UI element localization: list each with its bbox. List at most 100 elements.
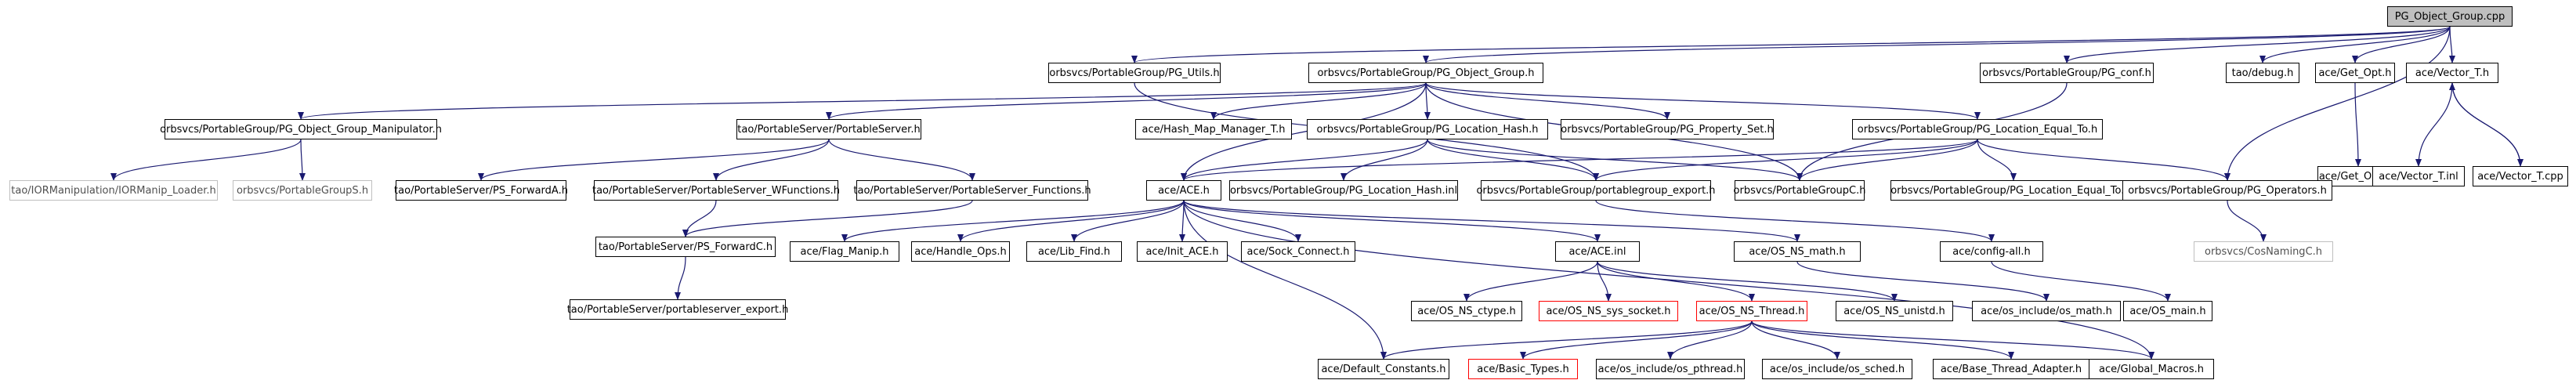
node-osmain[interactable]: ace/OS_main.h	[2123, 301, 2212, 321]
edge-loceq-to-pgc	[1796, 139, 1978, 181]
node-pgconf[interactable]: orbsvcs/PortableGroup/PG_conf.h	[1980, 63, 2154, 83]
edge-wfunc-to-fwdc	[682, 200, 717, 237]
edge-root-to-getopt	[2352, 26, 2451, 63]
edge-root-to-pgops	[2224, 26, 2451, 181]
node-pgs: orbsvcs/PortableGroupS.h	[233, 180, 372, 201]
node-fwdc[interactable]: tao/PortableServer/PS_ForwardC.h	[595, 237, 776, 257]
edge-nsmath-to-osmath	[1796, 261, 2050, 302]
node-pgexport[interactable]: orbsvcs/PortableGroup/portablegroup_expo…	[1476, 180, 1716, 201]
node-configall[interactable]: ace/config-all.h	[1940, 241, 2043, 262]
edge-lochash-to-pgexport	[1427, 139, 1599, 181]
edge-nsthread-to-basictypes	[1520, 320, 1753, 360]
edge-root-to-taodebug	[2259, 26, 2451, 63]
edge-pgobjgrp-to-aceh	[1181, 82, 1427, 181]
node-defconst[interactable]: ace/Default_Constants.h	[1318, 359, 1449, 379]
node-pthread[interactable]: ace/os_include/os_pthread.h	[1596, 359, 1745, 379]
node-handle[interactable]: ace/Handle_Ops.h	[911, 241, 1010, 262]
edge-pgexport-to-configall	[1595, 200, 1995, 242]
node-pgc[interactable]: orbsvcs/PortableGroupC.h	[1734, 180, 1865, 201]
node-bta[interactable]: ace/Base_Thread_Adapter.h	[1933, 359, 2089, 379]
node-taodebug[interactable]: tao/debug.h	[2226, 63, 2299, 83]
node-cosnaming: orbsvcs/CosNamingC.h	[2194, 241, 2333, 262]
edge-configall-to-osmain	[1991, 261, 2171, 302]
edge-loceq-to-aceh	[1181, 139, 1978, 181]
node-aceh[interactable]: ace/ACE.h	[1146, 180, 1221, 201]
node-wfunc[interactable]: tao/PortableServer/PortableServer_WFunct…	[592, 180, 840, 201]
edge-aceh-to-initace	[1179, 200, 1186, 242]
node-vectort[interactable]: ace/Vector_T.h	[2406, 63, 2498, 83]
node-root[interactable]: PG_Object_Group.cpp	[2387, 6, 2513, 27]
node-vectorinl[interactable]: ace/Vector_T.inl	[2372, 166, 2465, 186]
edge-lochash-to-lochashinl	[1340, 139, 1428, 181]
node-libfind[interactable]: ace/Lib_Find.h	[1026, 241, 1122, 262]
edge-nsthread-to-bta	[1751, 320, 2014, 360]
edge-lochash-to-pgc	[1427, 139, 1803, 181]
node-aceinl[interactable]: ace/ACE.inl	[1555, 241, 1640, 262]
edge-pgobjgrp-to-lochash	[1424, 82, 1431, 120]
node-nsmath[interactable]: ace/OS_NS_math.h	[1734, 241, 1861, 262]
edge-aceh-to-aceinl	[1183, 200, 1601, 242]
edge-nsthread-to-globalmacros	[1751, 320, 2155, 360]
node-pgops[interactable]: orbsvcs/PortableGroup/PG_Operators.h	[2122, 180, 2332, 201]
edge-root-to-pgobjgrp	[1423, 26, 2451, 63]
edge-aceh-to-flag	[841, 200, 1185, 242]
edge-vectort-to-vectorinl	[2415, 82, 2453, 167]
edge-pgobjgrp-to-portsrv	[826, 82, 1427, 120]
edge-pgops-to-cosnaming	[2227, 200, 2267, 242]
node-sock[interactable]: ace/Sock_Connect.h	[1241, 241, 1355, 262]
edge-nsthread-to-pthread	[1667, 320, 1753, 360]
node-osmath[interactable]: ace/os_include/os_math.h	[1972, 301, 2121, 321]
edge-pgobjgrp-to-loceq	[1425, 82, 1981, 120]
edge-lochash-to-aceh	[1181, 139, 1428, 181]
node-iormanip: tao/IORManipulation/IORManip_Loader.h	[9, 180, 218, 201]
node-syssocket[interactable]: ace/OS_NS_sys_socket.h	[1539, 301, 1678, 321]
node-funcs[interactable]: tao/PortableServer/PortableServer_Functi…	[853, 180, 1091, 201]
edge-funcs-to-fwdc	[682, 200, 973, 237]
edge-pgobjgrp-to-hashmap	[1210, 82, 1427, 120]
edge-getopt-to-getoptinl	[2354, 82, 2361, 167]
node-globalmacros[interactable]: ace/Global_Macros.h	[2089, 359, 2214, 379]
node-sched[interactable]: ace/os_include/os_sched.h	[1762, 359, 1912, 379]
node-lochash[interactable]: orbsvcs/PortableGroup/PG_Location_Hash.h	[1307, 119, 1548, 139]
node-portsrv[interactable]: tao/PortableServer/PortableServer.h	[736, 119, 921, 139]
node-flag[interactable]: ace/Flag_Manip.h	[790, 241, 899, 262]
edge-root-to-vectort	[2448, 26, 2455, 63]
node-manip[interactable]: orbsvcs/PortableGroup/PG_Object_Group_Ma…	[160, 119, 442, 139]
node-unistd[interactable]: ace/OS_NS_unistd.h	[1836, 301, 1953, 321]
node-ctype[interactable]: ace/OS_NS_ctype.h	[1411, 301, 1522, 321]
edge-loceq-to-loceqinl	[1977, 139, 2017, 181]
node-nsthread[interactable]: ace/OS_NS_Thread.h	[1696, 301, 1807, 321]
edge-portsrv-to-funcs	[828, 139, 975, 181]
node-initace[interactable]: ace/Init_ACE.h	[1137, 241, 1228, 262]
edge-root-to-pgutils	[1131, 26, 2451, 63]
edge-nsthread-to-sched	[1751, 320, 1840, 360]
node-getopt[interactable]: ace/Get_Opt.h	[2315, 63, 2395, 83]
node-hashmap[interactable]: ace/Hash_Map_Manager_T.h	[1135, 119, 1292, 139]
edge-loceq-to-pgexport	[1593, 139, 1978, 181]
edge-aceh-to-handle	[957, 200, 1185, 242]
edge-aceh-to-defconst	[1183, 200, 1387, 360]
node-pgutils[interactable]: orbsvcs/PortableGroup/PG_Utils.h	[1048, 63, 1221, 83]
edge-pgobjgrp-to-manip	[298, 82, 1427, 120]
edge-manip-to-iormanip	[110, 139, 302, 181]
edge-root-to-pgconf	[2064, 26, 2451, 63]
node-pgobjgrp[interactable]: orbsvcs/PortableGroup/PG_Object_Group.h	[1308, 63, 1543, 83]
edge-aceh-to-libfind	[1071, 200, 1185, 242]
node-fwda[interactable]: tao/PortableServer/PS_ForwardA.h	[394, 180, 568, 201]
edge-layer	[110, 26, 2524, 360]
edge-manip-to-pgs	[298, 139, 306, 181]
node-propset[interactable]: orbsvcs/PortableGroup/PG_Property_Set.h	[1561, 119, 1774, 139]
node-loceqinl[interactable]: orbsvcs/PortableGroup/PG_Location_Equal_…	[1890, 180, 2136, 201]
node-vectorcpp[interactable]: ace/Vector_T.cpp	[2473, 166, 2568, 186]
node-psexport[interactable]: tao/PortableServer/portableserver_export…	[567, 299, 788, 320]
edge-aceinl-to-unistd	[1597, 261, 1898, 302]
edge-vectorcpp-to-vectort	[2449, 82, 2521, 167]
edge-aceh-to-globalmacros	[1183, 200, 2155, 360]
edge-aceh-to-sock	[1183, 200, 1301, 242]
node-lochashinl[interactable]: orbsvcs/PortableGroup/PG_Location_Hash.i…	[1229, 180, 1458, 201]
edge-portsrv-to-wfunc	[713, 139, 830, 181]
edge-aceinl-to-syssocket	[1597, 261, 1612, 302]
node-basictypes[interactable]: ace/Basic_Types.h	[1468, 359, 1578, 379]
node-loceq[interactable]: orbsvcs/PortableGroup/PG_Location_Equal_…	[1852, 119, 2103, 139]
